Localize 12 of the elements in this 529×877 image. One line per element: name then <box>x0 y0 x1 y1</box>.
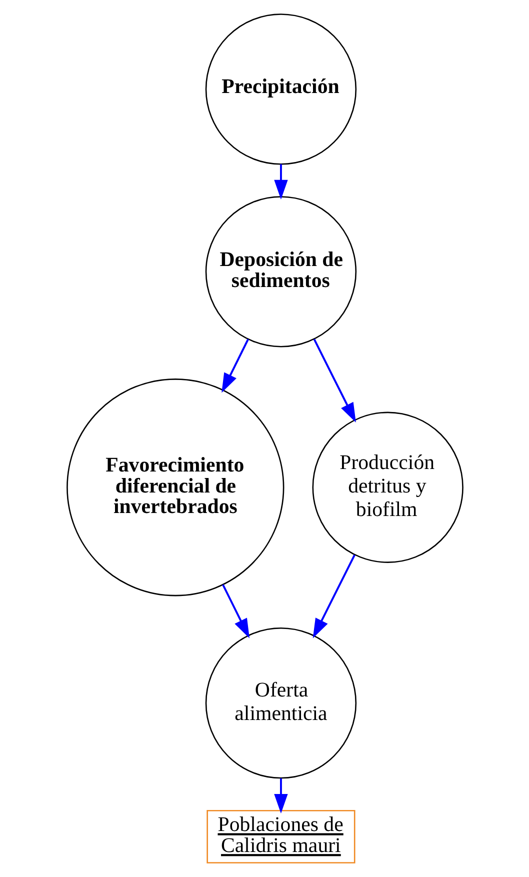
arrow <box>274 164 288 200</box>
node-circle: Favorecimiento diferencial de invertebrados <box>66 378 284 596</box>
node-circle: Deposición de sedimentos <box>204 196 356 348</box>
arrow <box>312 338 356 422</box>
arrow <box>274 778 288 814</box>
arrow <box>222 584 249 638</box>
arrow <box>221 338 249 393</box>
node-box: Poblaciones de Calidris mauri <box>206 810 355 864</box>
node-circle: Producción detritus y biofilm <box>312 412 463 563</box>
node-circle: Oferta alimenticia <box>204 627 356 779</box>
arrow <box>312 554 355 638</box>
node-circle: Precipitación <box>204 14 356 165</box>
